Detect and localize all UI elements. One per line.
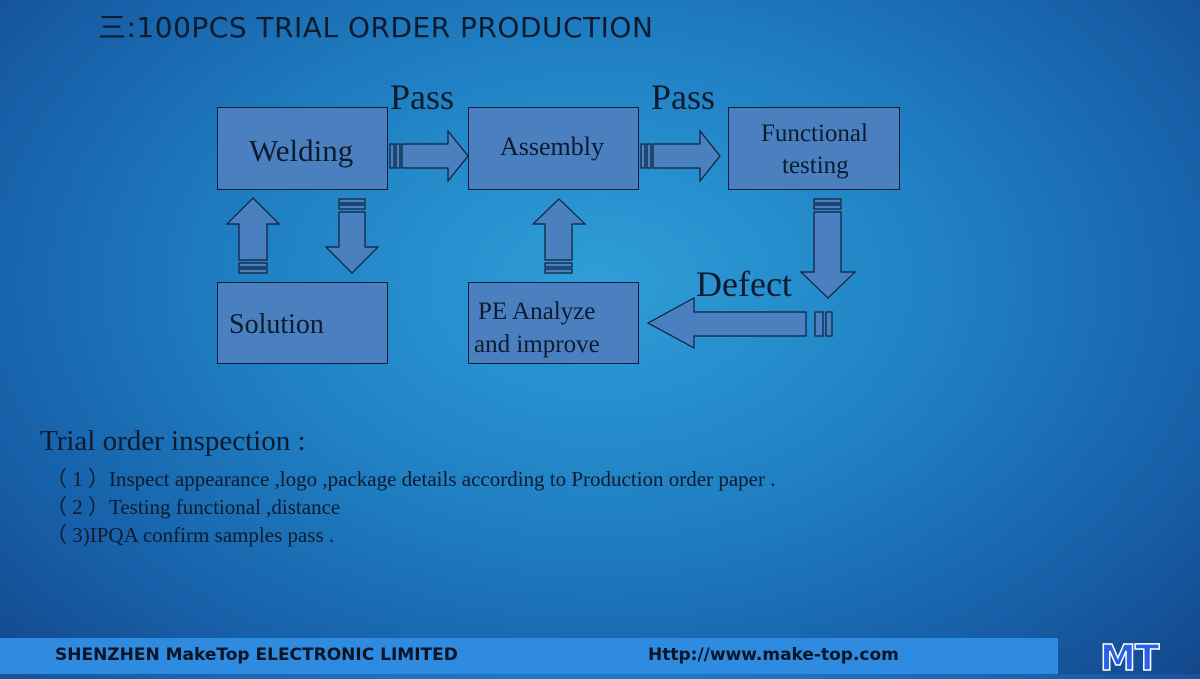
slide-title: 三:100PCS TRIAL ORDER PRODUCTION (98, 11, 654, 44)
arrow-assembly-to-functional (640, 129, 721, 183)
arrow-solution-to-welding (225, 197, 281, 274)
arrow-welding-to-assembly (389, 129, 469, 183)
inspection-item-2: （ 2 ）Testing functional ,distance (46, 495, 341, 519)
solution-label: Solution (229, 309, 324, 340)
arrow-welding-to-solution (324, 198, 380, 274)
footer-bar (0, 638, 1058, 674)
welding-box: Welding (217, 107, 388, 190)
defect-label: Defect (696, 264, 792, 304)
company-logo: MT (1099, 637, 1160, 679)
inspection-item-3: （ 3)IPQA confirm samples pass . (46, 523, 335, 547)
arrow-functional-down (799, 198, 857, 299)
footer-url[interactable]: Http://www.make-top.com (648, 645, 899, 665)
pe-analyze-box: PE Analyze and improve (468, 282, 639, 364)
functional-testing-box: Functional testing (728, 107, 900, 190)
pe-label-line2: and improve (474, 331, 600, 358)
inspection-title: Trial order inspection : (40, 425, 306, 457)
functional-label-line2: testing (782, 152, 849, 179)
arrow-pe-to-assembly (531, 198, 587, 274)
pass-label-2: Pass (651, 77, 716, 117)
functional-label-line1: Functional (761, 120, 868, 147)
footer-company: SHENZHEN MakeTop ELECTRONIC LIMITED (55, 645, 458, 665)
solution-box: Solution (217, 282, 388, 364)
welding-label: Welding (249, 133, 354, 168)
assembly-box: Assembly (468, 107, 639, 190)
assembly-label: Assembly (500, 132, 604, 161)
arrow-defect-to-pe (646, 296, 833, 350)
pass-label-1: Pass (390, 77, 455, 117)
inspection-item-1: （ 1 ）Inspect appearance ,logo ,package d… (46, 467, 776, 491)
pe-label-line1: PE Analyze (478, 298, 596, 325)
